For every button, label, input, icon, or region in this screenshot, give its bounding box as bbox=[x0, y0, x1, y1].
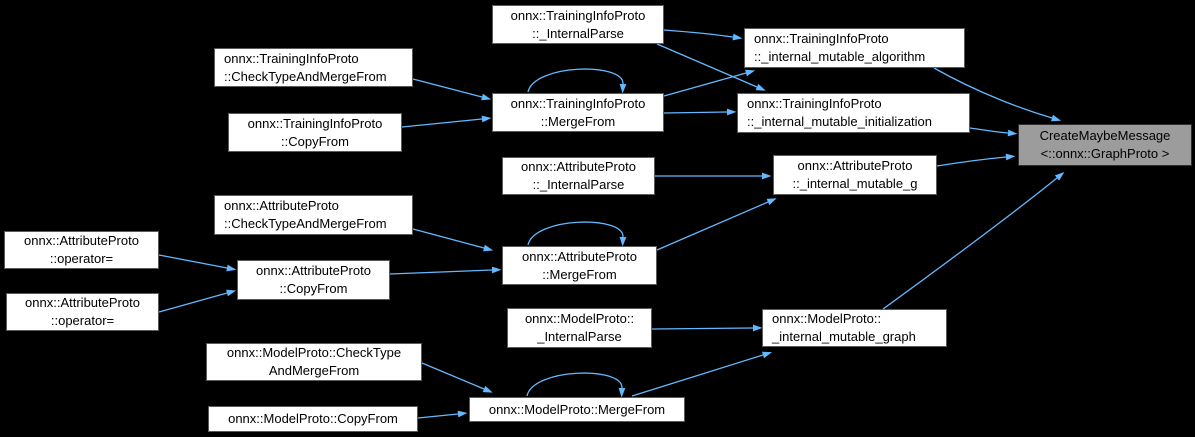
node-label-line: onnx::AttributeProto bbox=[522, 248, 637, 264]
edge-t_parse-t_alg bbox=[663, 29, 743, 41]
node-label-line: onnx::ModelProto:: bbox=[524, 311, 635, 326]
node-attributeproto-operator-assign-2[interactable]: onnx::AttributeProto ::operator= bbox=[6, 293, 159, 331]
edge-t_alg-cmm bbox=[933, 67, 1062, 122]
node-label-line: ::_InternalParse bbox=[532, 177, 625, 192]
node-label-line: onnx::ModelProto::MergeFrom bbox=[488, 401, 666, 417]
edge-m_copy-m_merge bbox=[417, 410, 468, 419]
edge-a_copy-a_merge bbox=[389, 266, 502, 275]
edge-m_graph-cmm bbox=[882, 172, 1065, 310]
edge-t_merge-self bbox=[527, 68, 627, 94]
node-label-line: <::onnx::GraphProto > bbox=[1040, 146, 1170, 161]
edge-a_merge-self bbox=[527, 221, 627, 247]
node-label-line: ::MergeFrom bbox=[540, 113, 616, 129]
node-modelproto-internal-mutable-graph[interactable]: onnx::ModelProto:: _internal_mutable_gra… bbox=[762, 309, 947, 347]
edge-a_g-cmm bbox=[936, 153, 1016, 167]
node-attributeproto-mergefrom[interactable]: onnx::AttributeProto ::MergeFrom bbox=[502, 246, 657, 285]
node-label-line: ::_internal_mutable_initialization bbox=[747, 114, 933, 129]
node-label-line: onnx::ModelProto::CopyFrom bbox=[228, 411, 398, 426]
node-attributeproto-copyfrom[interactable]: onnx::AttributeProto ::CopyFrom bbox=[237, 260, 390, 300]
edge-m_merge-self bbox=[526, 372, 626, 398]
node-attributeproto-internal-mutable-g[interactable]: onnx::AttributeProto ::_internal_mutable… bbox=[773, 155, 937, 195]
node-label-line: onnx::TrainingInfoProto bbox=[247, 115, 383, 131]
node-label-line: onnx::TrainingInfoProto bbox=[510, 95, 646, 111]
node-label-line: ::CopyFrom bbox=[279, 281, 348, 296]
node-label-line: ::CopyFrom bbox=[281, 133, 349, 149]
node-modelproto-copyfrom[interactable]: onnx::ModelProto::CopyFrom bbox=[208, 406, 418, 432]
edge-a_op1-a_copy bbox=[158, 254, 237, 272]
edge-t_copy-t_merge bbox=[401, 115, 492, 128]
node-modelproto-mergefrom[interactable]: onnx::ModelProto::MergeFrom bbox=[469, 397, 685, 422]
node-traininginfoproto-mergefrom[interactable]: onnx::TrainingInfoProto ::MergeFrom bbox=[492, 93, 664, 132]
node-label-line: onnx::TrainingInfoProto bbox=[747, 96, 882, 111]
node-label-line: onnx::TrainingInfoProto bbox=[510, 7, 646, 23]
node-traininginfoproto-internal-mutable-initialization[interactable]: onnx::TrainingInfoProto ::_internal_muta… bbox=[737, 93, 970, 133]
node-label-line: ::operator= bbox=[50, 313, 115, 328]
node-traininginfoproto-internal-mutable-algorithm[interactable]: onnx::TrainingInfoProto ::_internal_muta… bbox=[744, 28, 965, 68]
node-label-line: ::MergeFrom bbox=[542, 266, 617, 282]
node-traininginfoproto-checktypeandmergefrom[interactable]: onnx::TrainingInfoProto ::CheckTypeAndMe… bbox=[214, 48, 413, 87]
node-attributeproto-operator-assign-1[interactable]: onnx::AttributeProto ::operator= bbox=[4, 231, 159, 269]
edge-a_op2-a_copy bbox=[158, 289, 237, 313]
node-label-line: onnx::AttributeProto bbox=[521, 159, 636, 174]
edge-t_check-t_merge bbox=[412, 78, 492, 101]
edge-t_merge-t_alg bbox=[663, 69, 756, 97]
edge-m_check-m_merge bbox=[421, 362, 493, 393]
node-label-line: onnx::AttributeProto bbox=[25, 295, 140, 310]
node-createmaybemessage-graphproto: CreateMaybeMessage <::onnx::GraphProto > bbox=[1018, 124, 1192, 166]
node-label-line: onnx::TrainingInfoProto bbox=[224, 50, 359, 66]
node-label-line: ::_internal_mutable_algorithm bbox=[754, 49, 926, 64]
node-attributeproto-internalparse[interactable]: onnx::AttributeProto ::_InternalParse bbox=[502, 157, 655, 195]
node-label-line: onnx::ModelProto:: bbox=[772, 311, 882, 326]
edge-t_init-cmm bbox=[969, 127, 1018, 137]
edge-a_merge-a_g bbox=[656, 198, 777, 251]
node-traininginfoproto-internalparse[interactable]: onnx::TrainingInfoProto ::_InternalParse bbox=[492, 5, 664, 44]
node-modelproto-checktypeandmergefrom[interactable]: onnx::ModelProto::CheckType AndMergeFrom bbox=[206, 343, 422, 381]
edge-m_merge-m_graph bbox=[631, 351, 773, 397]
edge-a_check-a_merge bbox=[412, 228, 494, 252]
node-label-line: onnx::AttributeProto bbox=[797, 158, 913, 173]
node-modelproto-internalparse[interactable]: onnx::ModelProto:: _InternalParse bbox=[507, 308, 652, 348]
node-traininginfoproto-copyfrom[interactable]: onnx::TrainingInfoProto ::CopyFrom bbox=[228, 113, 402, 152]
node-label-line: onnx::ModelProto::CheckType bbox=[226, 345, 402, 360]
node-label-line: AndMergeFrom bbox=[268, 363, 360, 378]
node-label-line: onnx::TrainingInfoProto bbox=[754, 31, 889, 46]
node-label-line: _InternalParse bbox=[537, 329, 622, 344]
edge-m_parse-m_graph bbox=[651, 324, 763, 332]
edge-t_merge-t_init bbox=[663, 108, 737, 116]
edge-t_parse-t_init bbox=[656, 43, 766, 91]
node-label-line: ::CheckTypeAndMergeFrom bbox=[224, 216, 387, 231]
node-label-line: CreateMaybeMessage bbox=[1039, 128, 1171, 143]
node-label-line: ::_InternalParse bbox=[532, 25, 624, 41]
node-label-line: ::CheckTypeAndMergeFrom bbox=[224, 68, 387, 84]
node-label-line: onnx::AttributeProto bbox=[224, 198, 339, 213]
node-label-line: ::_internal_mutable_g bbox=[792, 176, 918, 191]
node-attributeproto-checktypeandmergefrom[interactable]: onnx::AttributeProto ::CheckTypeAndMerge… bbox=[214, 195, 413, 235]
node-label-line: onnx::AttributeProto bbox=[24, 233, 139, 248]
node-label-line: _internal_mutable_graph bbox=[772, 329, 916, 344]
node-label-line: ::operator= bbox=[49, 251, 114, 266]
node-label-line: onnx::AttributeProto bbox=[256, 263, 371, 278]
